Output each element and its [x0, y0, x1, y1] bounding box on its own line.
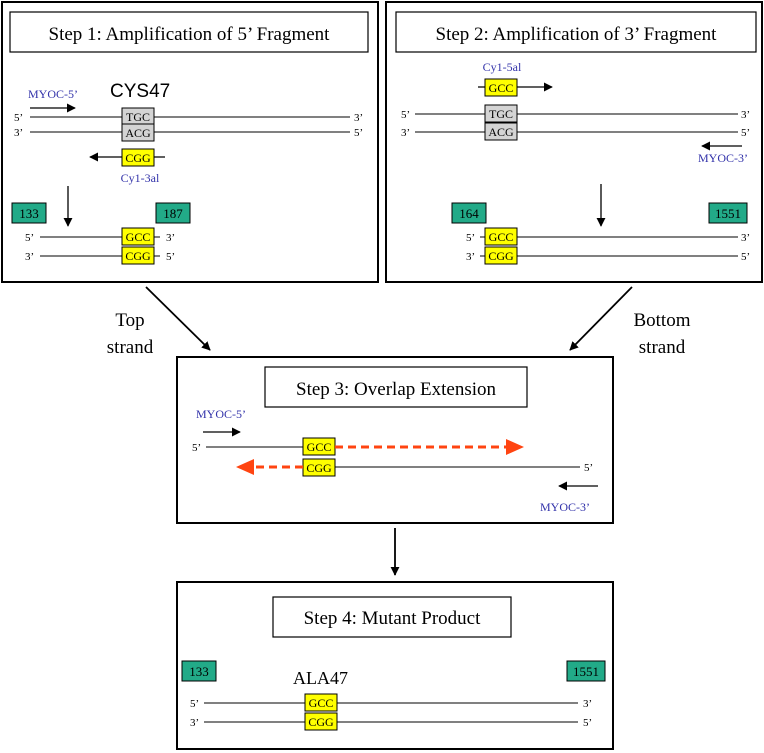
step4-title-box — [272, 596, 512, 638]
step1-title-box — [9, 11, 369, 53]
step1-product-bottom-codon-box — [121, 246, 155, 265]
step1-bottom-right-end: 5’ — [354, 127, 363, 139]
step4-top-left-end: 5’ — [190, 698, 199, 710]
step1-primer-fwd-label: MYOC-5’ — [28, 87, 78, 101]
step1-mut-primer-codon-box — [121, 148, 155, 167]
step3-bottom-right-end: 5’ — [584, 462, 593, 474]
step3-primer-rev-label: MYOC-3’ — [540, 500, 590, 514]
step4-top-codon: GCC — [309, 696, 334, 710]
step2-product-top-codon-box — [484, 227, 518, 246]
step2-bottom-left-end: 3’ — [401, 127, 410, 139]
step3-panel: Step 3: Overlap Extension MYOC-5’ 5’ GCC… — [176, 356, 614, 524]
flow-label-top-strand: strand — [107, 337, 154, 358]
step2-mut-primer-name: Cy1-5al — [483, 60, 522, 74]
step2-top-left-end: 5’ — [401, 109, 410, 121]
step3-top-codon: GCC — [307, 440, 332, 454]
flow-label-top: Top — [115, 310, 144, 331]
step1-product-end-box — [155, 202, 191, 224]
step2-title: Step 2: Amplification of 3’ Fragment — [436, 24, 718, 45]
step2-top-codon-box — [484, 104, 518, 123]
step1-product-top-right: 3’ — [166, 232, 175, 244]
flow-label-bottom-strand: strand — [639, 337, 686, 358]
step4-bottom-codon: CGG — [308, 715, 334, 729]
step2-mut-primer-codon-box — [484, 78, 518, 97]
step1-top-left-end: 5’ — [14, 112, 23, 124]
step4-panel: Step 4: Mutant Product 133 1551 ALA47 5’… — [176, 581, 614, 750]
step4-bottom-left-end: 3’ — [190, 717, 199, 729]
step2-product-start: 164 — [459, 206, 479, 221]
step2-panel: Step 2: Amplification of 3’ Fragment Cy1… — [385, 1, 763, 283]
step1-product-start: 133 — [19, 206, 39, 221]
step2-product-start-box — [451, 202, 487, 224]
step1-product-top-codon: GCC — [126, 230, 151, 244]
step1-bottom-codon: ACG — [125, 126, 151, 140]
step3-title: Step 3: Overlap Extension — [296, 379, 496, 400]
step4-bottom-right-end: 5’ — [583, 717, 592, 729]
step2-primer-rev-label: MYOC-3’ — [698, 151, 748, 165]
step1-top-codon: TGC — [126, 110, 150, 124]
step2-mut-primer-codon: GCC — [489, 81, 514, 95]
flow-label-bottom: Bottom — [633, 310, 690, 331]
step1-mutation-label: CYS47 — [110, 81, 170, 102]
step2-product-top-left: 5’ — [466, 232, 475, 244]
step4-mutation-label: ALA47 — [293, 668, 348, 688]
step2-product-bottom-left: 3’ — [466, 251, 475, 263]
step2-product-top-right: 3’ — [741, 232, 750, 244]
step1-bottom-codon-box — [121, 123, 155, 142]
step4-top-codon-box — [304, 693, 338, 712]
step1-product-bottom-codon: CGG — [125, 249, 151, 263]
step4-bottom-codon-box — [304, 712, 338, 731]
step2-bottom-right-end: 5’ — [741, 127, 750, 139]
flow-arrow-right — [569, 286, 633, 351]
step1-top-right-end: 3’ — [354, 112, 363, 124]
step3-top-extension-head — [506, 439, 524, 455]
step4-title: Step 4: Mutant Product — [304, 608, 482, 629]
step2-product-end: 1551 — [715, 206, 741, 221]
step1-mut-primer-name: Cy1-3al — [121, 171, 160, 185]
step3-top-left-end: 5’ — [192, 442, 201, 454]
step3-bottom-codon: CGG — [306, 461, 332, 475]
step1-product-start-box — [11, 202, 47, 224]
step4-top-right-end: 3’ — [583, 698, 592, 710]
step1-product-top-codon-box — [121, 227, 155, 246]
step1-product-bottom-right: 5’ — [166, 251, 175, 263]
step2-product-top-codon: GCC — [489, 230, 514, 244]
step2-product-end-box — [708, 202, 748, 224]
step2-bottom-codon: ACG — [488, 125, 514, 139]
step1-product-end: 187 — [163, 206, 183, 221]
step4-end-box — [566, 660, 606, 682]
step1-panel: Step 1: Amplification of 5’ Fragment MYO… — [1, 1, 379, 283]
step4-start: 133 — [189, 664, 209, 679]
step1-mut-primer-codon: CGG — [125, 151, 151, 165]
step3-bottom-extension-head — [236, 459, 254, 475]
step4-start-box — [181, 660, 217, 682]
step2-product-bottom-right: 5’ — [741, 251, 750, 263]
flow-connectors: Top strand Bottom strand — [107, 286, 691, 576]
step2-top-codon: TGC — [489, 107, 513, 121]
step2-title-box — [395, 11, 757, 53]
step3-primer-fwd-label: MYOC-5’ — [196, 407, 246, 421]
step2-product-bottom-codon-box — [484, 246, 518, 265]
step1-product-bottom-left: 3’ — [25, 251, 34, 263]
step1-bottom-left-end: 3’ — [14, 127, 23, 139]
step3-title-box — [264, 366, 528, 408]
flow-arrow-left — [145, 286, 211, 351]
step1-title: Step 1: Amplification of 5’ Fragment — [49, 24, 331, 45]
step2-bottom-codon-box — [484, 122, 518, 141]
step2-product-bottom-codon: CGG — [488, 249, 514, 263]
step4-end: 1551 — [573, 664, 599, 679]
step1-product-top-left: 5’ — [25, 232, 34, 244]
step2-top-right-end: 3’ — [741, 109, 750, 121]
